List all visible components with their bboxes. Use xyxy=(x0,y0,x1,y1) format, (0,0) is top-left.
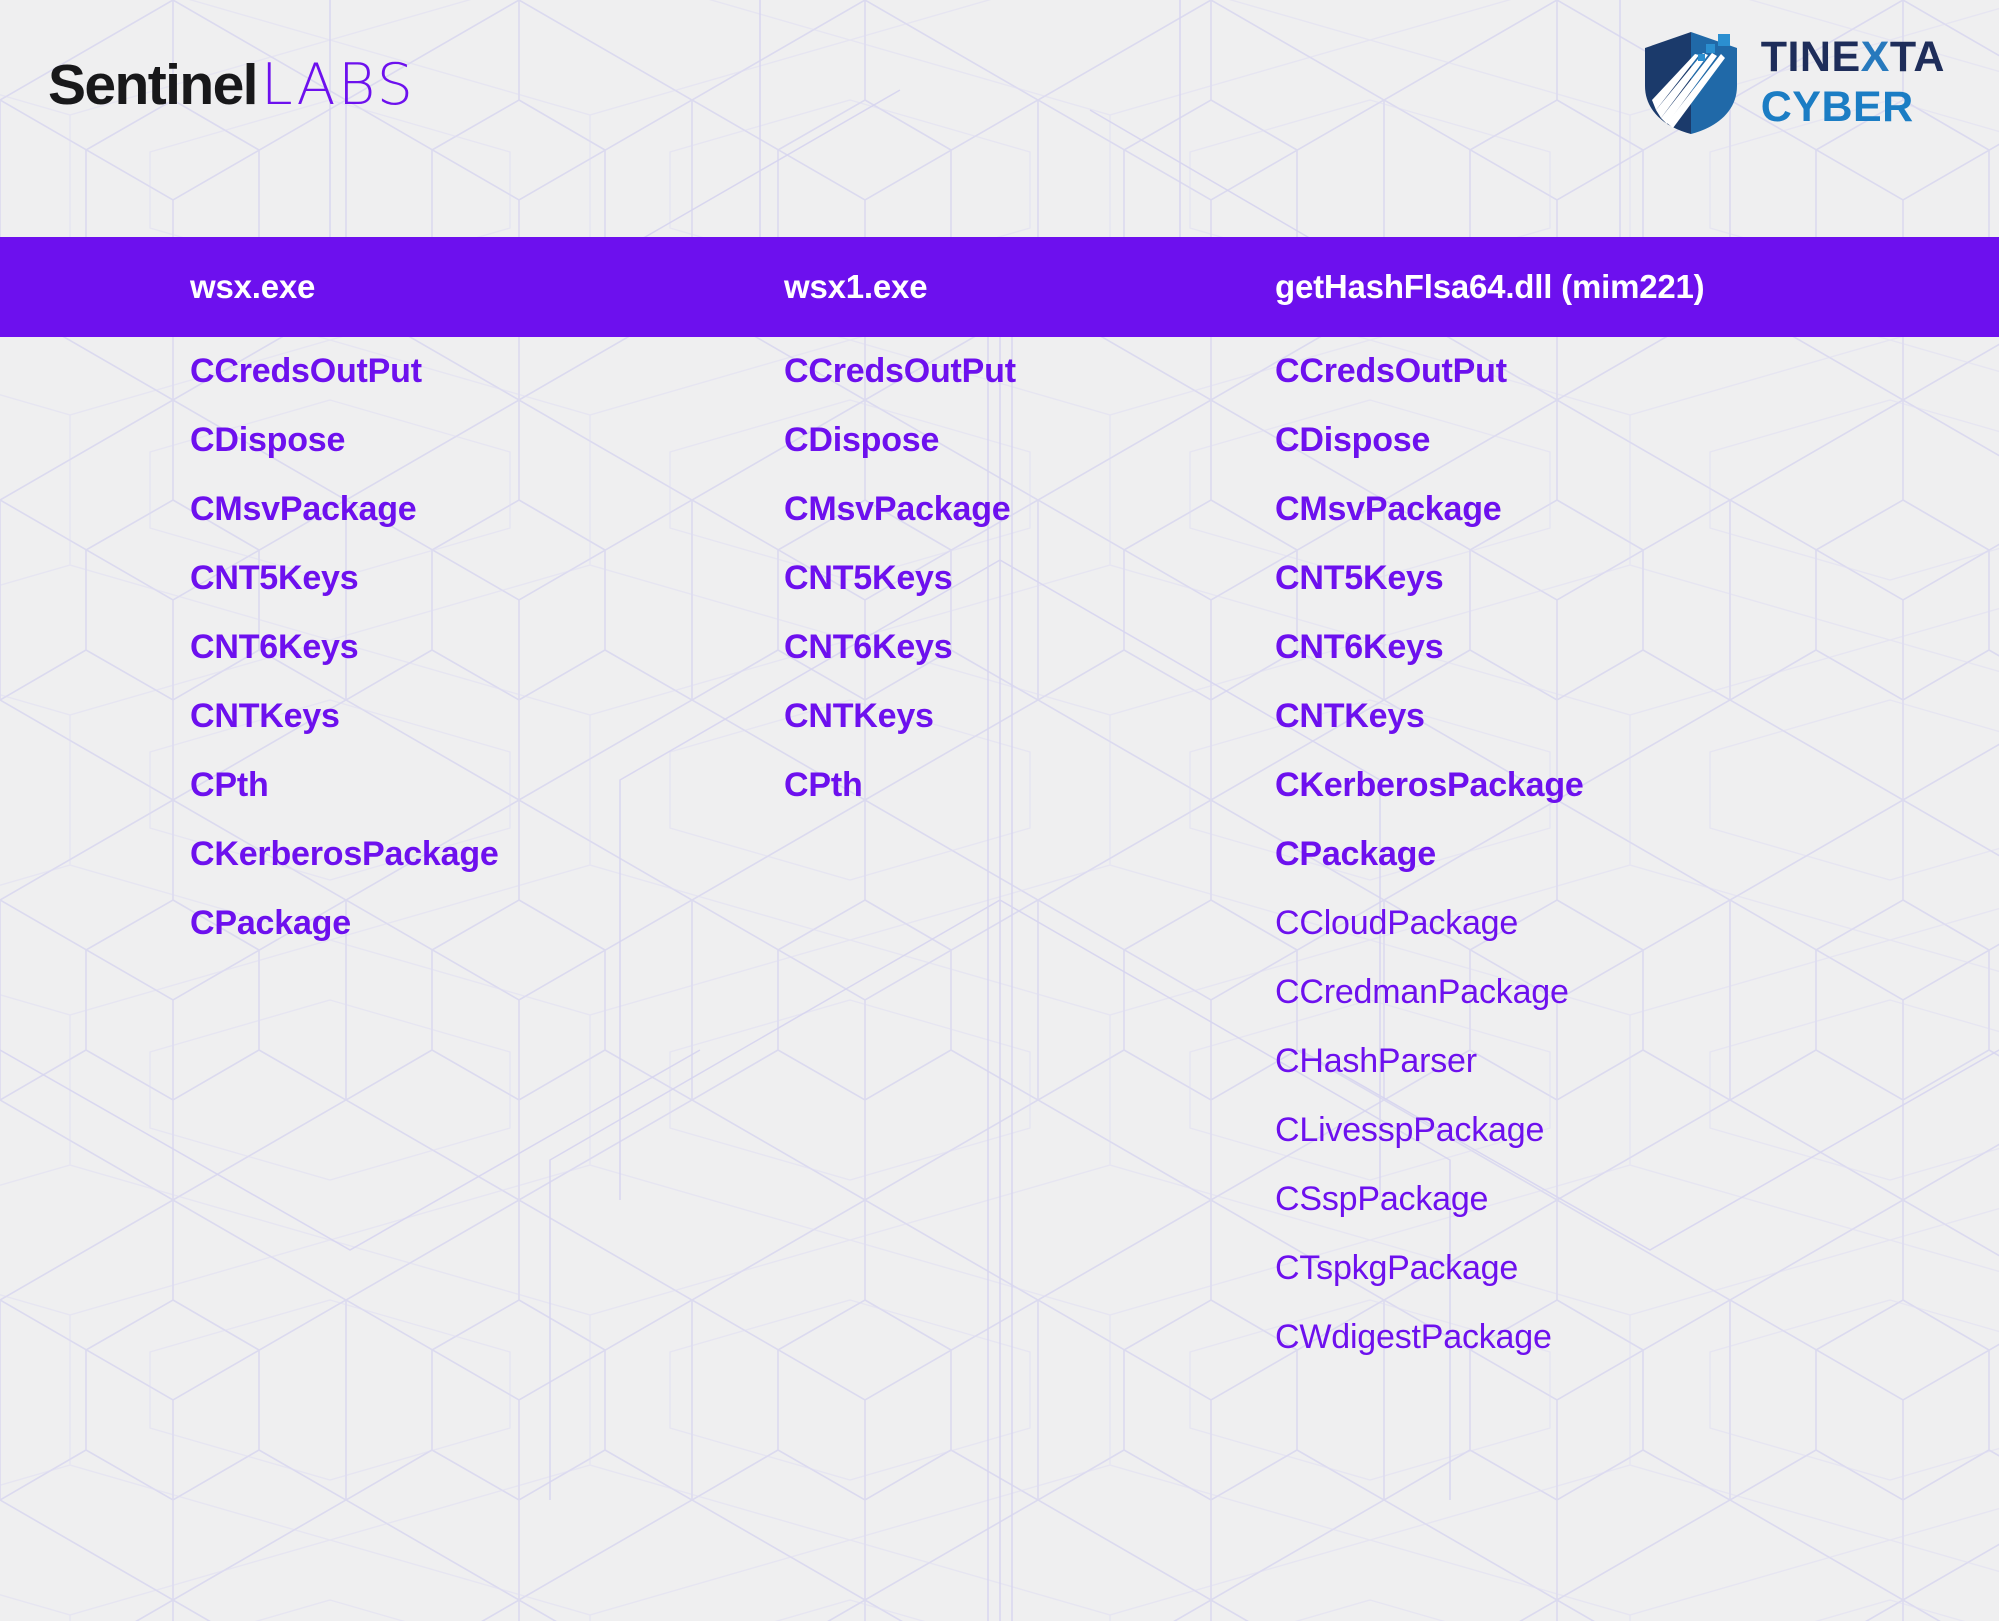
column-header-gethashflsa64-dll: getHashFlsa64.dll (mim221) xyxy=(1275,268,1705,305)
class-entry: CDispose xyxy=(190,421,346,459)
class-entry: CNTKeys xyxy=(784,697,934,735)
class-entry: CCredsOutPut xyxy=(1275,352,1507,390)
class-entry: CCloudPackage xyxy=(1275,904,1519,942)
class-entry: CNTKeys xyxy=(190,697,340,735)
tinexta-part-a: TINE xyxy=(1760,32,1861,81)
class-entry: CNT5Keys xyxy=(1275,559,1444,597)
class-entry: CPackage xyxy=(190,904,351,942)
sentinel-labs-logo: Sentinel LABS xyxy=(48,52,415,118)
class-entry: CWdigestPackage xyxy=(1275,1318,1552,1356)
class-entry: CMsvPackage xyxy=(1275,490,1502,528)
class-entry: CPackage xyxy=(1275,835,1436,873)
class-entry: CKerberosPackage xyxy=(1275,766,1584,804)
class-entry: CNTKeys xyxy=(1275,697,1425,735)
table-header-bar: wsx.exe wsx1.exe getHashFlsa64.dll (mim2… xyxy=(0,237,1999,337)
class-entry: CNT6Keys xyxy=(190,628,359,666)
class-entry: CCredsOutPut xyxy=(784,352,1016,390)
class-entry: CPth xyxy=(190,766,269,804)
class-entry: CTspkgPackage xyxy=(1275,1249,1519,1287)
class-entry: CDispose xyxy=(1275,421,1431,459)
class-entry: CMsvPackage xyxy=(190,490,417,528)
labs-wordmark: LABS xyxy=(260,52,416,118)
tinexta-word: TINEXTA xyxy=(1760,32,1945,81)
class-entry: CNT5Keys xyxy=(784,559,953,597)
shield-icon xyxy=(1644,32,1737,134)
class-entry: CNT6Keys xyxy=(1275,628,1444,666)
brand-bar: Sentinel LABS xyxy=(0,0,1999,237)
class-entry: CLivesspPackage xyxy=(1275,1111,1545,1149)
class-entry: CCredmanPackage xyxy=(1275,973,1569,1011)
class-entry: CDispose xyxy=(784,421,940,459)
column-header-wsx-exe: wsx.exe xyxy=(190,268,316,305)
class-entry: CNT6Keys xyxy=(784,628,953,666)
class-entry: CPth xyxy=(784,766,863,804)
class-entry: CKerberosPackage xyxy=(190,835,499,873)
class-entry: CNT5Keys xyxy=(190,559,359,597)
class-entry: CSspPackage xyxy=(1275,1180,1489,1218)
class-entry: CMsvPackage xyxy=(784,490,1011,528)
tinexta-cyber-logo: TINEXTA CYBER xyxy=(1639,28,1945,136)
column-header-wsx1-exe: wsx1.exe xyxy=(784,268,928,305)
cyber-word: CYBER xyxy=(1760,82,1914,131)
class-entry: CHashParser xyxy=(1275,1042,1477,1080)
tinexta-part-x: X xyxy=(1860,32,1890,81)
tinexta-cyber-wordmark: TINEXTA CYBER xyxy=(1760,32,1945,131)
sentinel-wordmark: Sentinel xyxy=(48,53,259,117)
class-entry: CCredsOutPut xyxy=(190,352,422,390)
tinexta-part-b: TA xyxy=(1889,32,1945,81)
